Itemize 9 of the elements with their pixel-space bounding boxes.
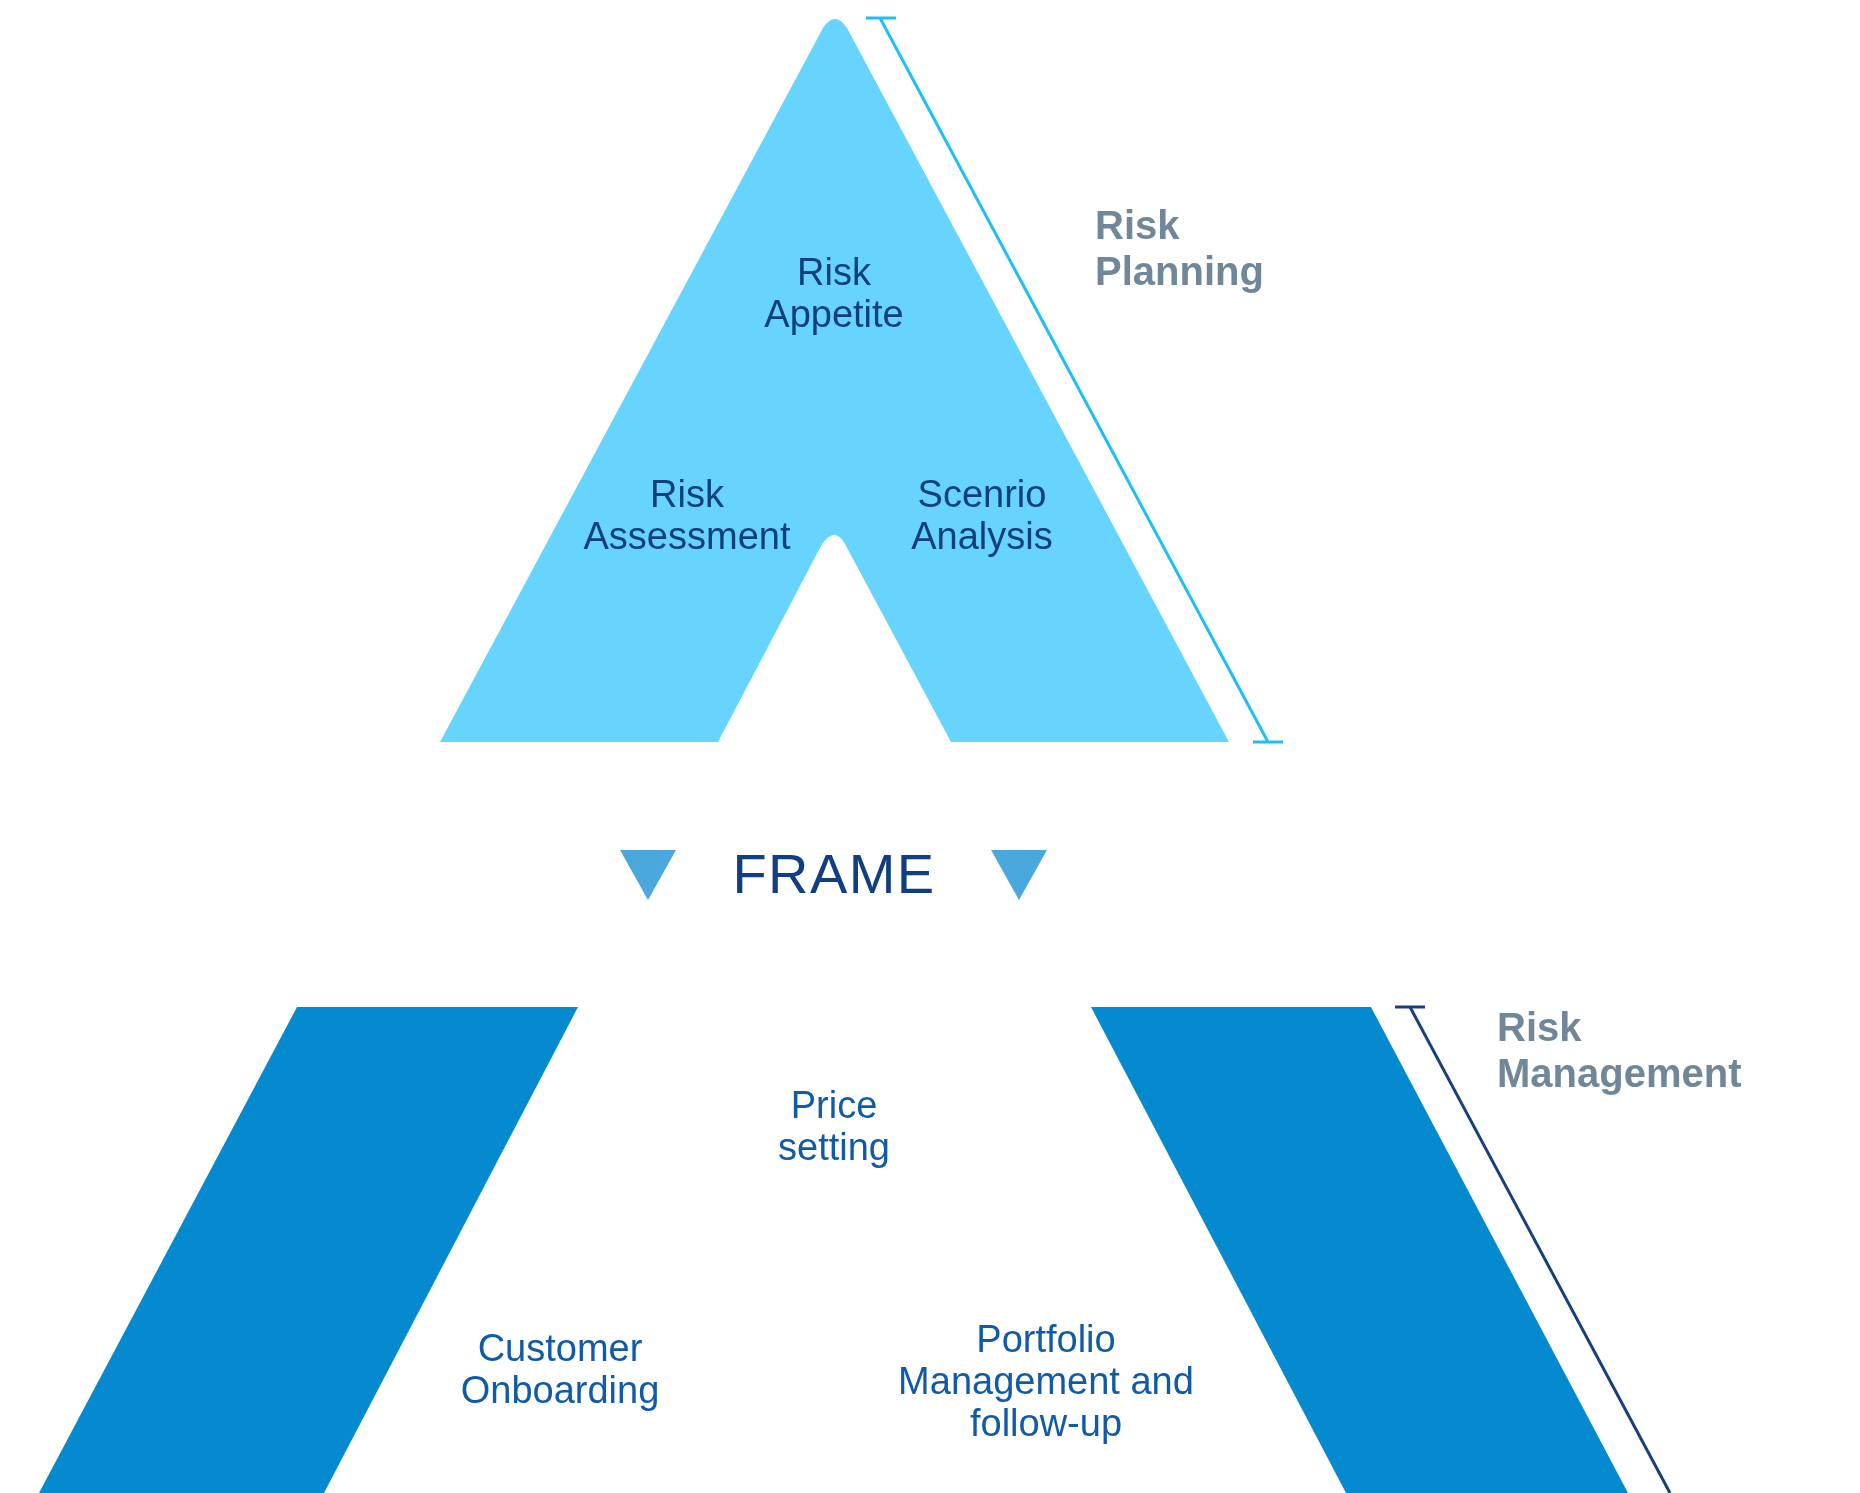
text-label: Risk Management xyxy=(1497,1004,1742,1096)
section-label: Risk Assessment xyxy=(583,474,791,558)
section-label: Risk Appetite xyxy=(764,252,904,336)
text-label: Customer Onboarding xyxy=(460,1328,660,1412)
text-label: Portfolio Management and follow-up xyxy=(897,1319,1195,1445)
text-label: Risk Planning xyxy=(1095,202,1264,294)
text-label: Price setting xyxy=(778,1085,890,1169)
section-label: Scenrio Analysis xyxy=(911,474,1053,558)
text-label: FRAME xyxy=(732,846,936,902)
